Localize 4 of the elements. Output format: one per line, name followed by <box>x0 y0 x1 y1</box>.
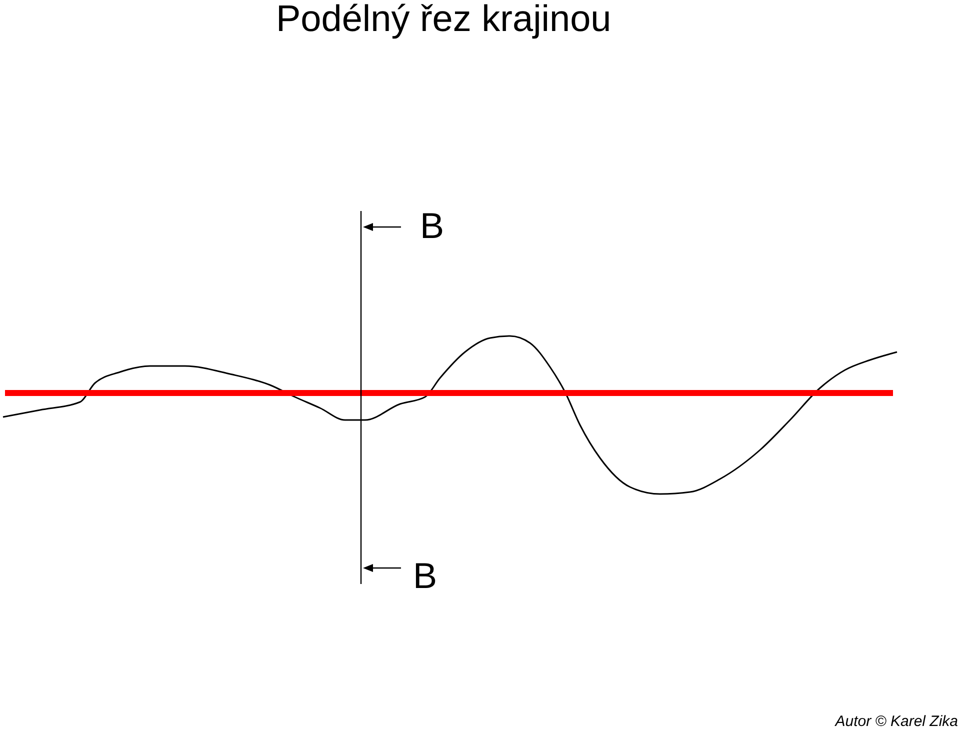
author-credit: Autor © Karel Zika <box>835 714 958 729</box>
section-label: B <box>413 558 438 594</box>
title: Podélný řez krajinou <box>276 0 612 37</box>
section-label: B <box>420 208 444 244</box>
